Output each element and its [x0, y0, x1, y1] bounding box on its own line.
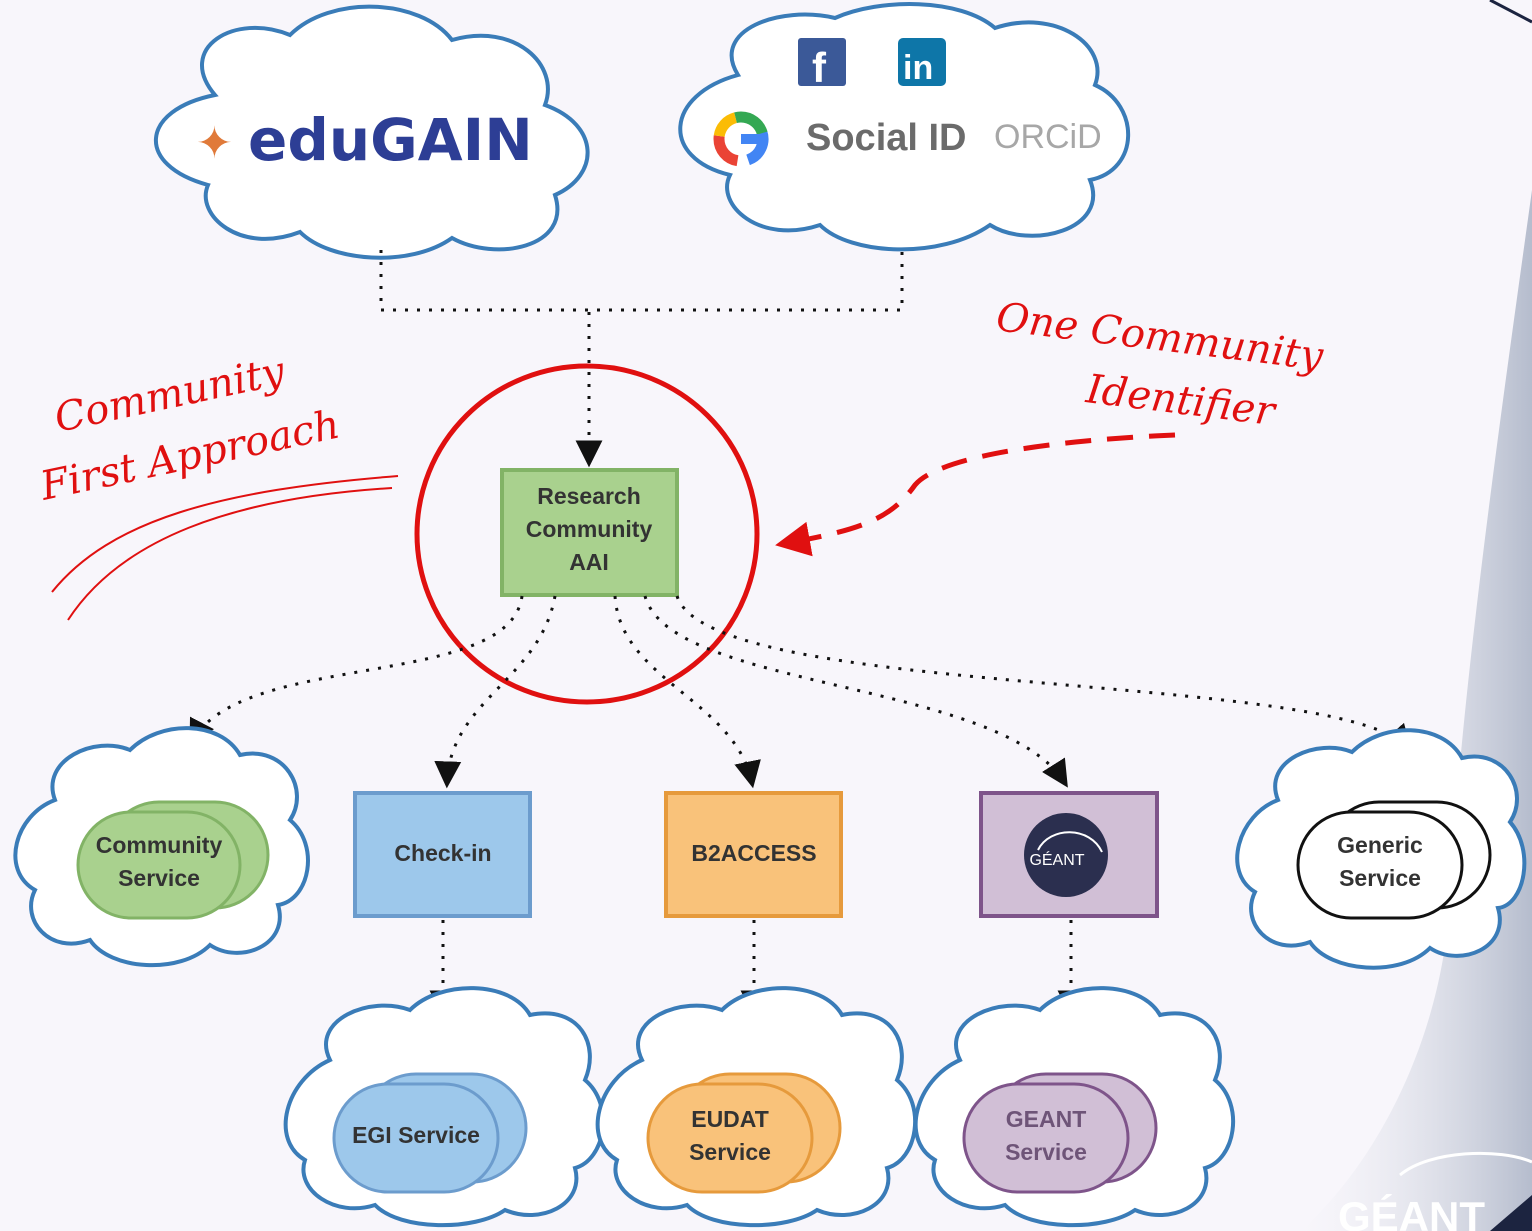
- generic-service-label-1: Generic: [1337, 832, 1423, 858]
- social-cloud: [678, 2, 1131, 252]
- geant-service-stack-front: [962, 1082, 1130, 1194]
- egi-service-stack-front: [332, 1082, 500, 1194]
- annotation-identifier: Identifier: [1083, 366, 1280, 435]
- geant-service-label-2: Service: [1005, 1139, 1087, 1165]
- aai-label-line1: Research: [537, 483, 641, 509]
- geant-logo-swoosh: [1037, 831, 1103, 853]
- eudat-service-label-2: Service: [689, 1139, 771, 1165]
- b2access-label: B2ACCESS: [691, 840, 816, 866]
- edugain-wordmark: eduGAIN: [248, 106, 533, 174]
- checkin-label: Check-in: [394, 840, 491, 866]
- annotation-one-community: One Community: [994, 294, 1327, 380]
- merge-connector: [379, 250, 904, 312]
- highlight-circle: [414, 363, 760, 705]
- background-swoosh: [1300, 190, 1532, 1231]
- edugain-logo: ✦ eduGAIN: [196, 106, 533, 174]
- geant-logo-text: GÉANT: [1029, 850, 1084, 869]
- linkedin-icon: in: [898, 38, 946, 87]
- generic-service-stack-front: [1296, 810, 1464, 920]
- arrow-to-checkin: [434, 595, 557, 789]
- b2access-box: [664, 791, 843, 918]
- egi-service-label: EGI Service: [352, 1122, 480, 1148]
- geant-logo-icon: [1024, 813, 1108, 897]
- edugain-cloud: [153, 4, 590, 260]
- annotation-underline-1: [51, 475, 399, 593]
- corner-mark: [1490, 1195, 1532, 1231]
- svg-text:in: in: [903, 49, 933, 87]
- aai-label-line3: AAI: [569, 549, 609, 575]
- checkin-box: [353, 791, 532, 918]
- watermark-swoosh: [1399, 1151, 1532, 1177]
- svg-text:f: f: [812, 44, 827, 91]
- aai-label-line2: Community: [526, 516, 653, 542]
- social-id-label: Social ID: [806, 117, 967, 159]
- community-service-label-2: Service: [118, 865, 200, 891]
- arrow-to-generic: [675, 595, 1412, 753]
- research-community-aai-box: [500, 468, 679, 597]
- star-key-icon: ✦: [196, 118, 233, 169]
- annotation-underline-2: [67, 487, 393, 621]
- eudat-service-stack-front: [646, 1082, 814, 1194]
- eudat-service-label-1: EUDAT: [691, 1106, 769, 1132]
- community-service-label-1: Community: [96, 832, 223, 858]
- orcid-logo: ORCiD: [994, 118, 1102, 156]
- facebook-icon: f: [798, 38, 846, 91]
- geant-service-label-1: GEANT: [1006, 1106, 1087, 1132]
- geant-watermark: GÉANT: [1338, 1193, 1485, 1231]
- annotation-dashed-arrow: [775, 432, 1176, 557]
- arrow-to-geant: [643, 595, 1068, 788]
- generic-service-label-2: Service: [1339, 865, 1421, 891]
- corner-curve: [1489, 0, 1532, 24]
- google-icon: [713, 111, 769, 167]
- community-service-stack-front: [76, 810, 242, 920]
- arrow-to-community-service: [189, 595, 524, 747]
